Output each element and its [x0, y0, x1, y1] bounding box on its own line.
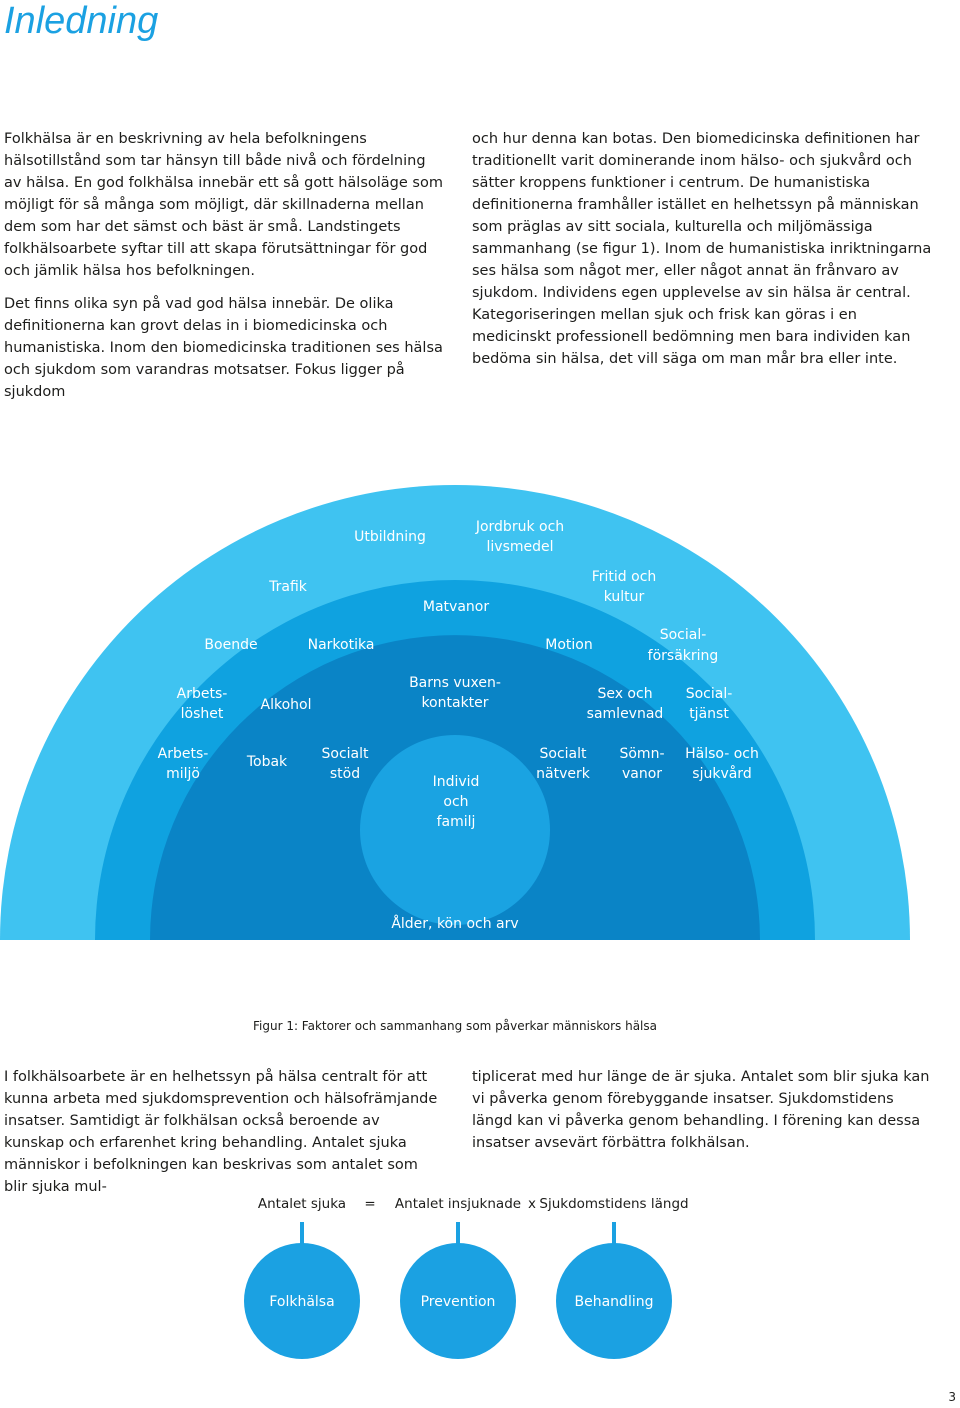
label-base: Ålder, kön och arv	[391, 915, 518, 932]
label-motion: Motion	[545, 637, 592, 653]
circle-behandling-label: Behandling	[575, 1294, 654, 1310]
circle-folkhalsa-label: Folkhälsa	[269, 1294, 334, 1310]
circle-folkhalsa	[244, 1243, 360, 1359]
paragraph: Folkhälsa är en beskrivning av hela befo…	[4, 131, 443, 279]
label-tobak: Tobak	[246, 754, 288, 770]
label-utbildning: Utbildning	[354, 529, 426, 545]
label-socialtjanst: Social-	[686, 686, 733, 702]
paragraph: I folkhälsoarbete är en helhetssyn på hä…	[4, 1069, 438, 1195]
page-number: 3	[948, 1390, 956, 1404]
paragraph: Det finns olika syn på vad god hälsa inn…	[4, 296, 443, 400]
label-fritid: Fritid och	[592, 569, 657, 585]
label-arbetsloshet: Arbets-	[177, 686, 228, 702]
formula-equals: =	[364, 1196, 375, 1212]
label-socialt-stod-2: stöd	[330, 766, 360, 782]
label-arbetsmiljo: Arbets-	[158, 746, 209, 762]
formula-left: Antalet sjuka	[258, 1196, 346, 1212]
text-column-1: Folkhälsa är en beskrivning av hela befo…	[4, 128, 444, 403]
label-jordbruk: Jordbruk och	[475, 519, 564, 535]
label-socialt-stod: Socialt	[322, 746, 370, 762]
label-somnvanor: Sömn-	[619, 746, 664, 762]
label-socialforsakring: Social-	[660, 627, 707, 643]
formula-right: Sjukdomstidens längd	[539, 1196, 688, 1212]
label-barns: Barns vuxen-	[409, 675, 501, 691]
label-halso-2: sjukvård	[692, 765, 751, 782]
figure-caption: Figur 1: Faktorer och sammanhang som påv…	[252, 1019, 657, 1033]
label-sex: Sex och	[597, 686, 652, 702]
label-socialt-natverk: Socialt	[540, 746, 588, 762]
label-narkotika: Narkotika	[308, 637, 375, 653]
paragraph: tiplicerat med hur länge de är sjuka. An…	[472, 1069, 930, 1151]
health-determinants-diagram: Miljö Samhällsekonomiska strategier Utbi…	[0, 435, 910, 940]
label-trafik: Trafik	[268, 579, 308, 595]
label-fritid-2: kultur	[604, 589, 645, 605]
page-title: Inledning	[4, 0, 159, 42]
text-column-3: I folkhälsoarbete är en helhetssyn på hä…	[4, 1066, 444, 1198]
label-barns-2: kontakter	[421, 695, 488, 711]
individual-core	[360, 735, 550, 925]
label-individ-2: och	[443, 794, 468, 810]
label-socialtjanst-2: tjänst	[689, 706, 729, 722]
text-column-2: och hur denna kan botas. Den biomedicins…	[472, 128, 932, 370]
formula-times: x	[528, 1196, 536, 1212]
label-socialforsakring-2: försäkring	[648, 648, 719, 664]
label-sex-2: samlevnad	[587, 706, 664, 722]
label-samhallsekonomiska: Samhällsekonomiska strategier	[345, 455, 565, 471]
formula-mid: Antalet insjuknade	[395, 1196, 521, 1212]
text-column-4: tiplicerat med hur länge de är sjuka. An…	[472, 1066, 932, 1154]
label-matvanor: Matvanor	[423, 599, 489, 615]
label-miljo: Miljö	[439, 435, 471, 451]
label-alkohol: Alkohol	[261, 697, 312, 713]
label-arbetsloshet-2: löshet	[181, 706, 224, 722]
label-socialt-natverk-2: nätverk	[536, 766, 591, 782]
circle-behandling	[556, 1243, 672, 1359]
paragraph: och hur denna kan botas. Den biomedicins…	[472, 131, 932, 367]
label-somnvanor-2: vanor	[622, 766, 662, 782]
label-arbetsmiljo-2: miljö	[166, 766, 200, 782]
label-boende: Boende	[204, 637, 257, 653]
label-halso: Hälso- och	[685, 746, 759, 762]
formula-diagram: Antalet sjuka = Antalet insjuknade x Sju…	[244, 1196, 689, 1359]
label-jordbruk-2: livsmedel	[487, 539, 554, 555]
circle-prevention	[400, 1243, 516, 1359]
label-individ-3: familj	[437, 814, 476, 830]
circle-prevention-label: Prevention	[421, 1294, 496, 1310]
label-individ: Individ	[433, 774, 480, 790]
